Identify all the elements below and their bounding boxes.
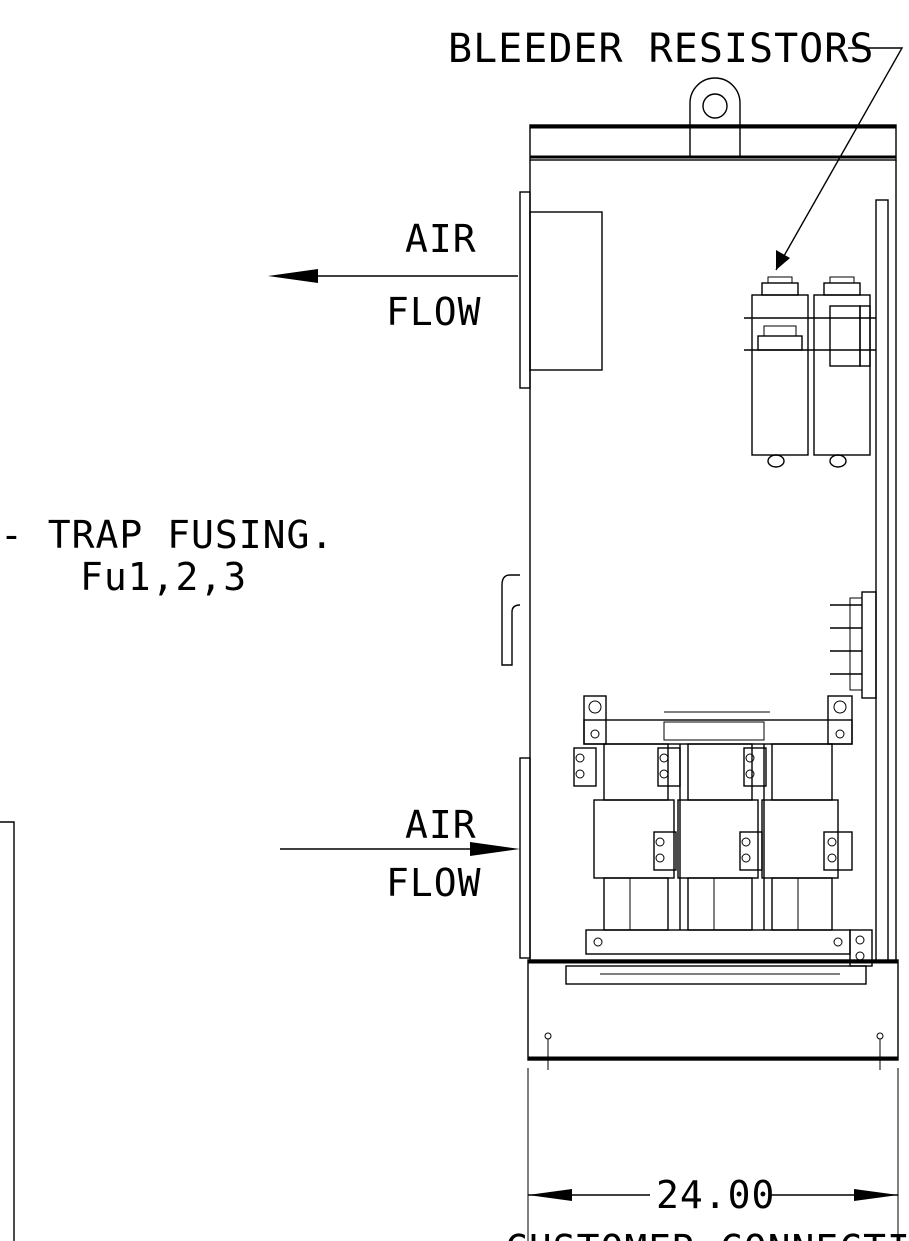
- mounting-panel: [875, 199, 889, 963]
- mounting-hole-left: [544, 1032, 552, 1040]
- mounting-hole-right: [876, 1032, 884, 1040]
- air-flow-top-label-line2: FLOW: [386, 290, 482, 334]
- air-flow-out-arrow: [268, 269, 518, 283]
- reactor-coil-2: [677, 743, 759, 931]
- bleeder-resistor-assembly: [744, 276, 876, 468]
- bleeder-resistors-leader: [775, 47, 904, 271]
- air-flow-bottom-label-line1: AIR: [405, 803, 477, 847]
- door-handle: [501, 574, 521, 666]
- reactor-assembly: [565, 695, 873, 985]
- bleeder-resistors-label: BLEEDER RESISTORS: [448, 26, 874, 72]
- capacitor-right: [813, 276, 871, 468]
- cabinet-enclosure: [527, 77, 899, 1070]
- exhaust-vent: [519, 191, 603, 389]
- lifting-eye: [689, 77, 741, 158]
- cabinet-base: [527, 959, 899, 1061]
- trap-fusing-label: - TRAP FUSING.: [0, 513, 334, 557]
- intake-vent: [519, 757, 531, 959]
- customer-connection-bracket: [0, 821, 15, 1241]
- fuse-designations-label: Fu1,2,3: [80, 555, 247, 599]
- reactor-coil-3: [761, 743, 839, 931]
- customer-connections-label: CUSTOMER CONNECTIONS: [505, 1227, 909, 1241]
- cabinet-top-cap: [529, 124, 897, 161]
- reactor-bottom-clamp: [585, 929, 851, 955]
- air-flow-bottom-label-line2: FLOW: [386, 861, 482, 905]
- reactor-coil-1: [593, 743, 675, 931]
- width-dimension-value: 24.00: [656, 1173, 775, 1217]
- capacitor-left: [751, 276, 809, 468]
- reactor-base-rail: [565, 965, 867, 985]
- trap-fuse-block: [830, 591, 877, 699]
- width-dimension: [527, 1068, 899, 1241]
- terminal-blocks: [573, 747, 853, 871]
- air-flow-top-label-line1: AIR: [405, 217, 477, 261]
- air-flow-in-arrow: [280, 842, 520, 856]
